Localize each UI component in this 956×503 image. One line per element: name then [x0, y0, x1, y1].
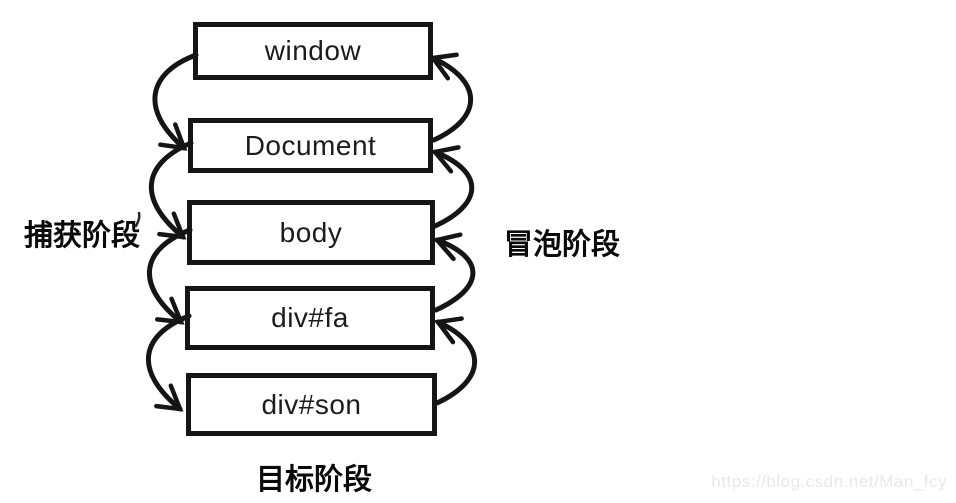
target-phase-label: 目标阶段 [256, 464, 373, 496]
node-body-label: body [279, 216, 343, 248]
node-body: body [187, 200, 435, 265]
node-document: Document [188, 118, 433, 173]
bubble-phase-label: 冒泡阶段 [504, 229, 621, 261]
node-window: window [193, 22, 433, 80]
watermark-url: https://blog.csdn.net/Man_fcy [711, 472, 947, 491]
node-document-label: Document [244, 129, 377, 161]
capture-phase-label: 捕获阶段 [24, 220, 141, 252]
capture-arrow-divfa-to-divson [145, 313, 192, 412]
bubble-arrow-document-to-window [428, 52, 473, 143]
bubble-arrow-divfa-to-body [432, 232, 476, 313]
node-div-son-label: div#son [261, 388, 362, 420]
node-div-fa-label: div#fa [271, 302, 349, 333]
bubble-arrow-body-to-document [430, 145, 475, 229]
node-div-son: div#son [186, 373, 437, 436]
bubble-arrow-divson-to-divfa [433, 316, 477, 406]
node-window-label: window [264, 35, 362, 66]
capture-arrow-body-to-divfa [146, 227, 193, 325]
capture-arrow-document-to-body [148, 140, 194, 240]
node-div-fa: div#fa [185, 286, 435, 350]
